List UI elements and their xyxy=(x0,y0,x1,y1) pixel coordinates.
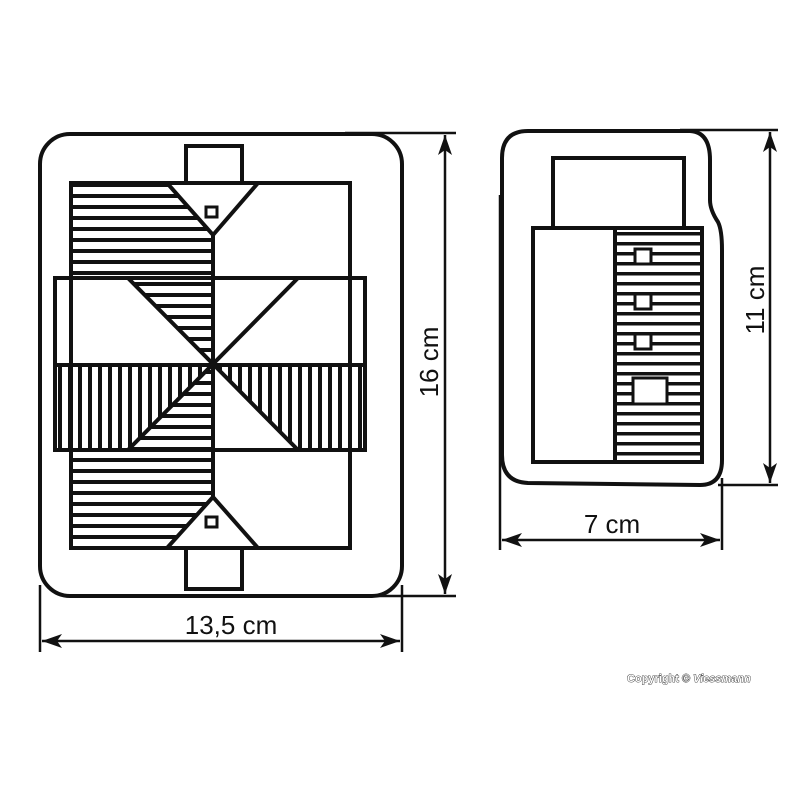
brand-logo: Viessmann xyxy=(693,673,751,685)
right-baseplate-outline xyxy=(500,129,724,488)
roof-hatch-lower-left xyxy=(71,365,213,548)
bottom-entrance xyxy=(184,546,244,591)
bottom-window-icon xyxy=(204,515,219,529)
door-icon xyxy=(631,376,669,406)
roof-hatch-right-wing xyxy=(213,365,365,450)
bottom-dormer xyxy=(162,493,263,550)
left-width-label: 13,5 cm xyxy=(185,610,278,640)
right-roof-hatch xyxy=(615,230,701,460)
right-height-label: 11 cm xyxy=(740,266,770,335)
window-icon xyxy=(633,292,653,311)
annex-building xyxy=(551,156,686,230)
window-icon xyxy=(633,332,653,351)
copyright-notice: Copyright © Viessmann xyxy=(627,673,751,685)
dimension-lines xyxy=(38,128,778,652)
left-model xyxy=(38,132,404,598)
top-window-icon xyxy=(204,205,219,219)
window-icon xyxy=(633,247,653,266)
top-dormer xyxy=(162,181,263,239)
roof-hatch-upper-left-top xyxy=(71,183,213,278)
main-building xyxy=(531,226,704,464)
right-width-label: 7 cm xyxy=(584,509,640,539)
left-height-label: 16 cm xyxy=(414,327,444,398)
left-baseplate-outline xyxy=(38,132,404,598)
top-entrance xyxy=(184,144,244,185)
right-model xyxy=(500,129,724,488)
roof-hatch-left-wing xyxy=(55,365,213,450)
